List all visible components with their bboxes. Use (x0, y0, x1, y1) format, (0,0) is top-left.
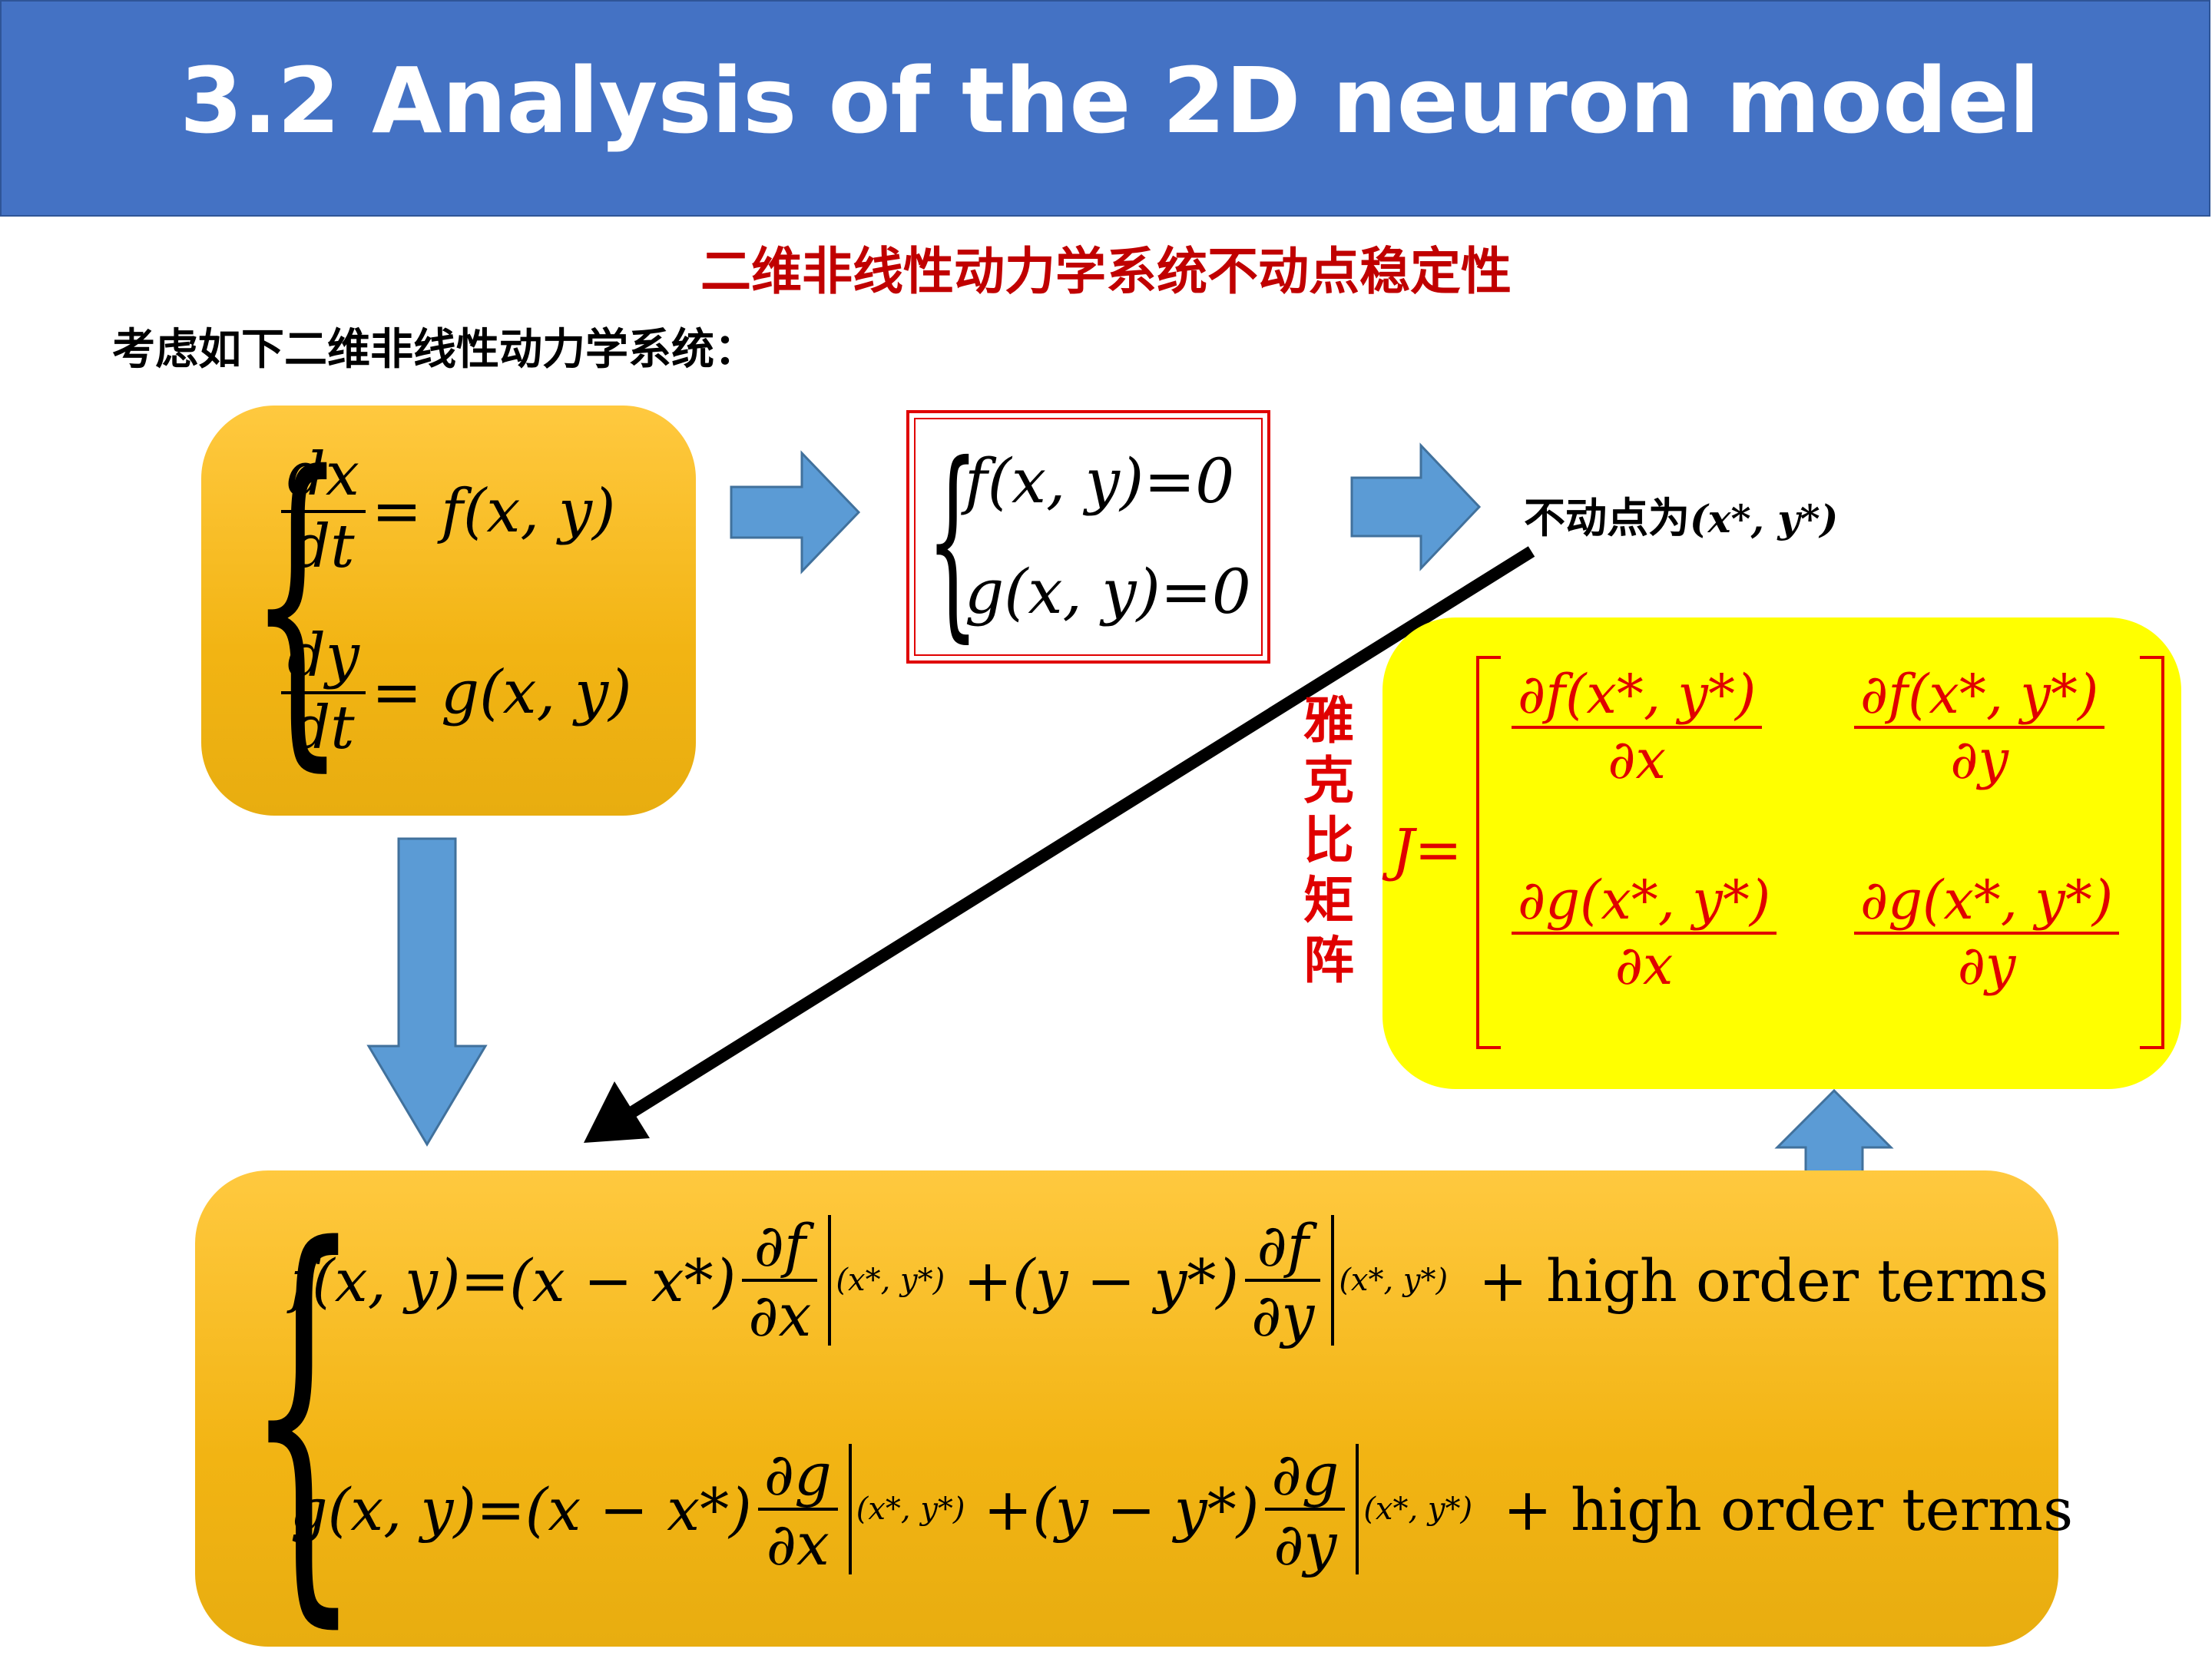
taylor-f: f(x, y)=(x − x*) ∂f∂x (x*, y*) +(y − y*)… (290, 1211, 2049, 1350)
arrow-right-1 (730, 450, 861, 574)
intro-text: 考虑如下二维非线性动力学系统： (112, 325, 757, 375)
jacobian-a11: ∂f(x*, y*)∂x (1505, 664, 1768, 790)
jacobian-panel: J= ∂f(x*, y*)∂x ∂f(x*, y*)∂y ∂g(x*, y*)∂… (1382, 617, 2181, 1089)
slide-title: 3.2 Analysis of the 2D neuron model (180, 48, 2040, 154)
system-brace: { (249, 406, 346, 799)
taylor-g: g(x, y)=(x − x*) ∂g∂x (x*, y*) +(y − y*)… (290, 1440, 2074, 1579)
linearization-brace: { (246, 1161, 361, 1662)
jacobian-a22: ∂g(x*, y*)∂y (1848, 869, 2125, 996)
diagonal-arrow-head (584, 1081, 650, 1143)
arrow-down (366, 837, 488, 1147)
matrix-brackets (1476, 656, 2164, 1049)
jacobian-a21: ∂g(x*, y*)∂x (1505, 869, 1783, 996)
arrow-right-2 (1350, 442, 1482, 571)
jacobian-label: 雅克比矩阵 (1303, 691, 1354, 990)
jacobian-a12: ∂f(x*, y*)∂y (1848, 664, 2111, 790)
zero-eq-2: g(x, y)=0 (965, 556, 1251, 627)
slide-subtitle: 二维非线性动力学系统不动点稳定性 (700, 242, 1512, 301)
fixed-point-label: 不动点为(x*, y*) (1524, 494, 1839, 542)
linearization-panel: { f(x, y)=(x − x*) ∂f∂x (x*, y*) +(y − y… (195, 1161, 2073, 1662)
zero-system-box: { f(x, y)=0 g(x, y)=0 (906, 410, 1270, 664)
title-bar: 3.2 Analysis of the 2D neuron model (0, 0, 2210, 217)
diagonal-arrow-line (626, 546, 1535, 1119)
jacobian-lhs: J= (1392, 817, 1462, 883)
zero-eq-1: f(x, y)=0 (965, 445, 1235, 517)
